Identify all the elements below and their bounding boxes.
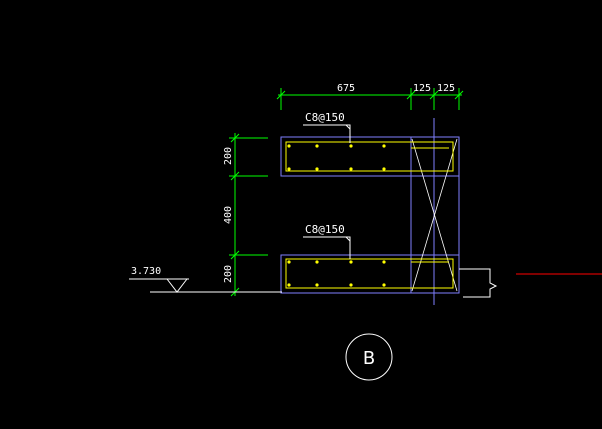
left-dimension-chain bbox=[229, 133, 268, 297]
rebar-label-bottom: C8@150 bbox=[305, 223, 345, 236]
concrete-outline bbox=[280, 118, 460, 305]
rebar-label-top: C8@150 bbox=[305, 111, 345, 124]
dim-left-200-top: 200 bbox=[223, 147, 234, 165]
dim-left-400: 400 bbox=[223, 206, 234, 224]
rebar-top bbox=[285, 141, 454, 172]
dim-top-675: 675 bbox=[337, 83, 355, 94]
rebar-leader-top bbox=[303, 124, 351, 143]
concrete-outline-mask bbox=[282, 177, 410, 254]
dim-left-200-bottom: 200 bbox=[223, 265, 234, 283]
rebar-dots bbox=[287, 144, 386, 287]
rebar-bottom bbox=[285, 258, 454, 289]
rebar-leader-bottom bbox=[303, 236, 351, 259]
dim-top-125-a: 125 bbox=[413, 83, 431, 94]
top-dimension-chain bbox=[276, 88, 464, 110]
break-line bbox=[459, 268, 498, 298]
elevation-marker bbox=[129, 278, 282, 293]
elevation-value: 3.730 bbox=[131, 266, 161, 277]
axis-bubble bbox=[345, 333, 393, 381]
column-cross-lines bbox=[411, 138, 458, 292]
dim-top-125-b: 125 bbox=[437, 83, 455, 94]
axis-label: B bbox=[363, 348, 375, 369]
